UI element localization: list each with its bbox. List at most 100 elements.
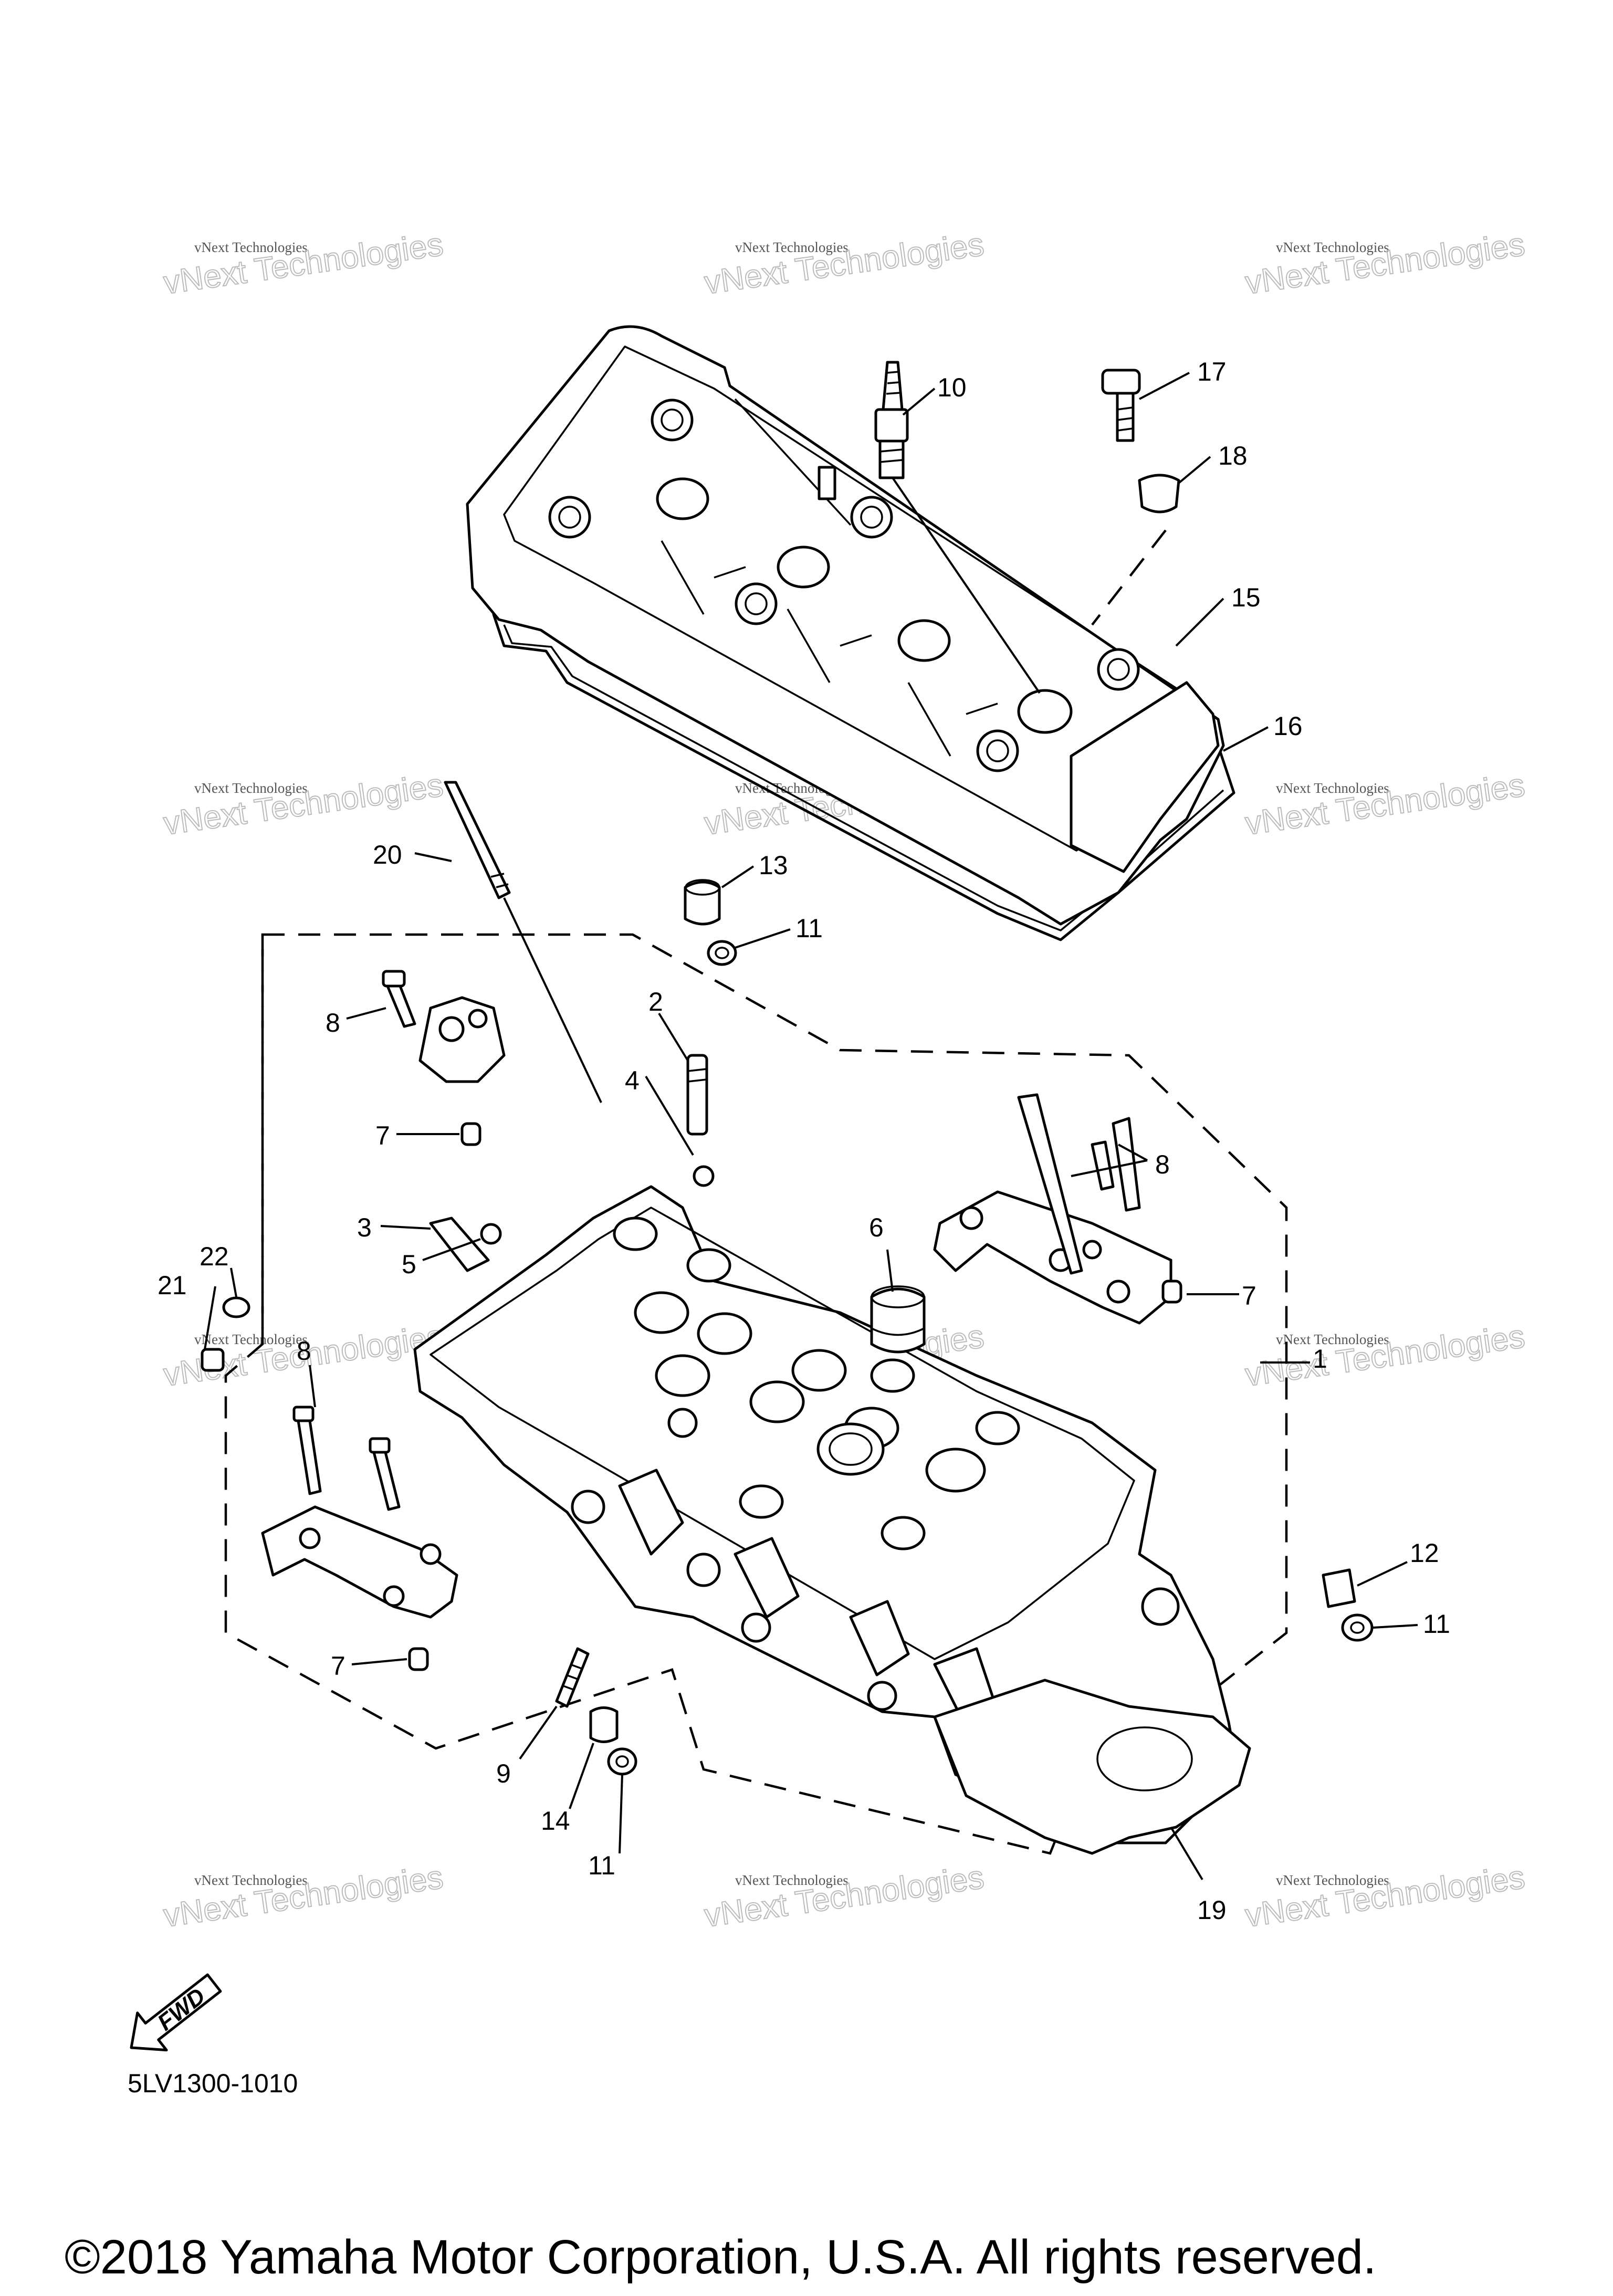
callout-12: 12 — [1410, 1538, 1439, 1568]
copyright-notice: ©2018 Yamaha Motor Corporation, U.S.A. A… — [65, 2230, 1376, 2284]
stud-2 — [686, 1054, 708, 1136]
svg-text:vNext Technologies: vNext Technologies — [735, 239, 849, 255]
callout-3: 3 — [357, 1213, 372, 1242]
cover-end-block — [1070, 681, 1220, 873]
bolt-21 — [201, 1348, 225, 1372]
svg-text:vNext Technologies: vNext Technologies — [1243, 1859, 1527, 1934]
cam-cap-right — [933, 1093, 1172, 1325]
watermark: vNext Technologies vNext Technologies — [161, 1859, 446, 1935]
svg-text:vNext Technologies: vNext Technologies — [161, 226, 445, 301]
dowel-7-b — [1161, 1280, 1182, 1304]
stud-bolt-long — [444, 781, 602, 1103]
dowel-pin-13 — [684, 879, 721, 926]
callout-6: 6 — [869, 1213, 884, 1242]
o-ring-11-bottom — [607, 1747, 637, 1776]
cover-grommet — [1091, 474, 1180, 626]
head-cover-gasket — [492, 613, 1235, 941]
spark-plug-holes — [656, 477, 1073, 734]
dowel-7-a — [460, 1122, 481, 1146]
callout-9: 9 — [496, 1759, 511, 1788]
svg-text:vNext Technologies: vNext Technologies — [1243, 767, 1527, 842]
cylinder-head-cover — [466, 325, 1235, 941]
o-ring-11-right — [1341, 1613, 1374, 1642]
stud-3 — [429, 1217, 490, 1272]
stud-9 — [555, 1647, 590, 1708]
cam-journals — [613, 1217, 1020, 1550]
svg-text:vNext Technologies: vNext Technologies — [702, 226, 986, 301]
watermark: vNext Technologies vNext Technologies — [701, 1859, 987, 1935]
plug-hole — [656, 477, 709, 520]
svg-text:vNext Technologies: vNext Technologies — [702, 1859, 986, 1934]
svg-text:vNext Technologies: vNext Technologies — [1276, 1332, 1389, 1347]
callout-7-a: 7 — [375, 1121, 390, 1150]
svg-text:vNext Technologies: vNext Technologies — [1276, 1872, 1389, 1888]
plug-hole — [777, 546, 830, 589]
cover-ribs — [661, 398, 998, 757]
callout-17: 17 — [1197, 357, 1227, 386]
callout-7-c: 7 — [331, 1651, 345, 1681]
callout-4: 4 — [625, 1066, 640, 1095]
svg-text:vNext Technologies: vNext Technologies — [1276, 780, 1389, 796]
callout-20: 20 — [373, 840, 402, 869]
o-ring-5 — [480, 1223, 502, 1245]
callout-8-b: 8 — [1155, 1150, 1170, 1179]
head-cover-body — [466, 325, 1225, 926]
svg-text:vNext Technologies: vNext Technologies — [1243, 226, 1527, 301]
plug-well — [816, 1422, 885, 1476]
cam-cap-upper-left — [382, 970, 506, 1083]
callout-19: 19 — [1197, 1895, 1227, 1925]
svg-text:vNext Technologies: vNext Technologies — [1276, 239, 1389, 255]
leader-lines — [204, 372, 1418, 1881]
callout-11-right: 11 — [1423, 1609, 1450, 1639]
callout-11-top: 11 — [795, 914, 823, 943]
callout-13: 13 — [759, 851, 788, 880]
watermark: vNext Technologies vNext Technologies — [1242, 767, 1527, 843]
cylinder-head — [413, 1185, 1251, 1855]
svg-text:vNext Technologies: vNext Technologies — [194, 1332, 308, 1347]
callout-8-a: 8 — [326, 1008, 340, 1037]
plug-6 — [870, 1285, 926, 1354]
plug-12 — [1322, 1568, 1356, 1608]
part-code: 5LV1300-1010 — [128, 2069, 298, 2098]
dowel-7-c — [408, 1647, 429, 1671]
dowel-14 — [589, 1706, 619, 1743]
callout-labels: 1 2 3 4 5 6 7 7 7 8 8 8 9 10 11 11 11 12… — [158, 357, 1450, 1925]
svg-text:vNext Technologies: vNext Technologies — [735, 1872, 849, 1888]
spark-plug — [874, 361, 1041, 694]
o-ring-11-top — [707, 940, 737, 966]
breather-nipple — [818, 466, 836, 500]
callout-8-c: 8 — [297, 1336, 311, 1366]
watermark: vNext Technologies vNext Technologies — [161, 767, 446, 843]
callout-2: 2 — [648, 987, 663, 1016]
callout-1: 1 — [1313, 1344, 1327, 1374]
callout-16: 16 — [1273, 711, 1303, 741]
callout-14: 14 — [541, 1806, 570, 1836]
watermark: vNext Technologies vNext Technologies — [161, 226, 446, 302]
svg-text:vNext Technologies: vNext Technologies — [194, 780, 308, 796]
callout-5: 5 — [402, 1250, 416, 1279]
callout-10: 10 — [937, 373, 967, 402]
washer-22 — [222, 1296, 250, 1318]
cylinder-head-rear-plate — [933, 1679, 1251, 1855]
svg-text:vNext Technologies: vNext Technologies — [161, 767, 445, 842]
watermark: vNext Technologies vNext Technologies — [1242, 226, 1527, 302]
callout-15: 15 — [1231, 583, 1261, 612]
svg-text:vNext Technologies: vNext Technologies — [161, 1859, 445, 1934]
assembly-boundary — [224, 933, 1288, 1855]
callout-22: 22 — [200, 1242, 229, 1271]
svg-text:vNext Technologies: vNext Technologies — [194, 239, 308, 255]
callout-11-bottom: 11 — [588, 1851, 615, 1880]
watermark: vNext Technologies vNext Technologies — [701, 226, 987, 302]
cover-bolt-bosses — [548, 399, 1140, 772]
svg-text:vNext Technologies: vNext Technologies — [194, 1872, 308, 1888]
watermark: vNext Technologies vNext Technologies — [1242, 1859, 1527, 1935]
cover-bolt — [1101, 369, 1141, 442]
callout-21: 21 — [158, 1271, 187, 1300]
plug-hole — [1017, 689, 1073, 734]
o-ring-4 — [693, 1165, 715, 1187]
cam-cap-lower-left — [261, 1406, 458, 1619]
callout-7-b: 7 — [1242, 1281, 1256, 1310]
plug-hole — [897, 619, 951, 662]
fwd-arrow-icon: FWD — [130, 1973, 222, 2052]
